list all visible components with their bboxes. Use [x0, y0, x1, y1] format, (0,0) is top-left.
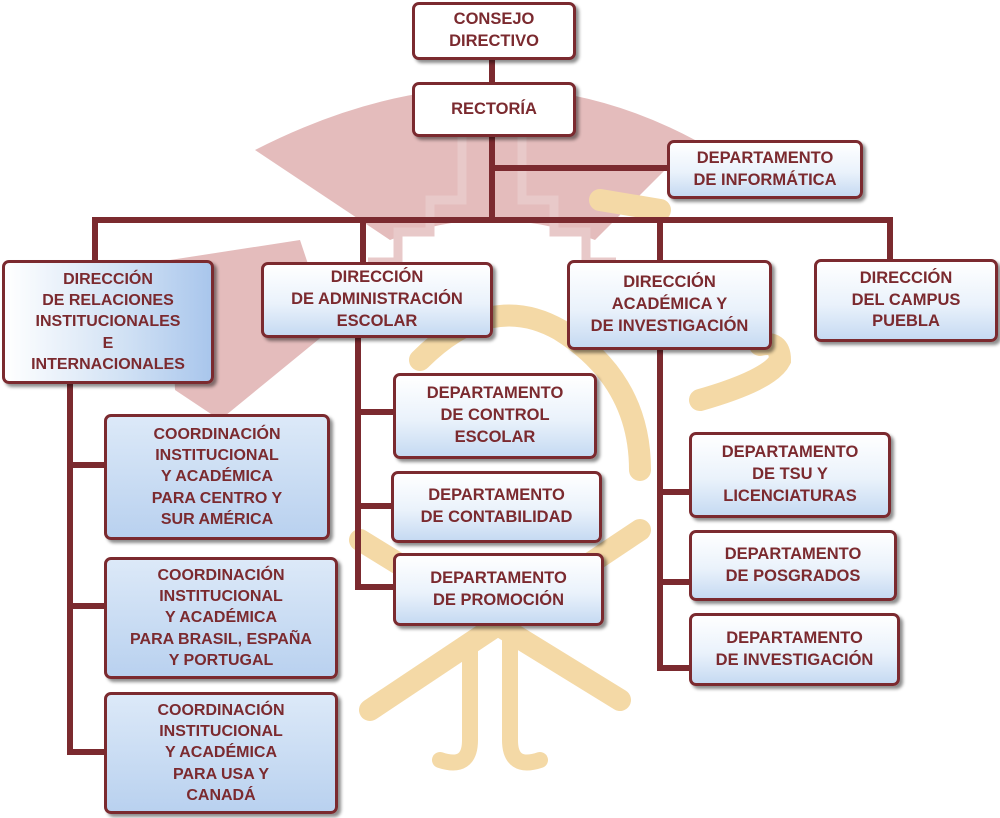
emblem-gold-diag-left — [589, 189, 671, 221]
node-direccion-relaciones: DIRECCIÓN DE RELACIONES INSTITUCIONALES … — [2, 260, 214, 384]
node-departamento-promocion: DEPARTAMENTO DE PROMOCIÓN — [393, 553, 604, 626]
node-departamento-tsu-licenciaturas: DEPARTAMENTO DE TSU Y LICENCIATURAS — [689, 432, 891, 518]
node-departamento-contabilidad: DEPARTAMENTO DE CONTABILIDAD — [391, 471, 602, 543]
node-rectoria: RECTORÍA — [412, 82, 576, 137]
emblem-ray-top — [255, 87, 695, 241]
node-coordinacion-brasil-espana-portugal: COORDINACIÓN INSTITUCIONAL Y ACADÉMICA P… — [104, 557, 338, 679]
node-departamento-investigacion: DEPARTAMENTO DE INVESTIGACIÓN — [689, 613, 900, 686]
node-direccion-administracion: DIRECCIÓN DE ADMINISTRACIÓN ESCOLAR — [261, 262, 493, 338]
node-direccion-campus-puebla: DIRECCIÓN DEL CAMPUS PUEBLA — [814, 259, 998, 342]
node-coordinacion-centro-sur-america: COORDINACIÓN INSTITUCIONAL Y ACADÉMICA P… — [104, 414, 330, 540]
node-coordinacion-usa-canada: COORDINACIÓN INSTITUCIONAL Y ACADÉMICA P… — [104, 692, 338, 814]
node-departamento-informatica: DEPARTAMENTO DE INFORMÁTICA — [667, 140, 863, 199]
node-departamento-control-escolar: DEPARTAMENTO DE CONTROL ESCOLAR — [393, 373, 597, 459]
node-direccion-academica: DIRECCIÓN ACADÉMICA Y DE INVESTIGACIÓN — [567, 260, 772, 350]
node-departamento-posgrados: DEPARTAMENTO DE POSGRADOS — [689, 530, 897, 601]
node-consejo-directivo: CONSEJO DIRECTIVO — [412, 2, 576, 60]
emblem-gold-stem — [432, 632, 548, 771]
